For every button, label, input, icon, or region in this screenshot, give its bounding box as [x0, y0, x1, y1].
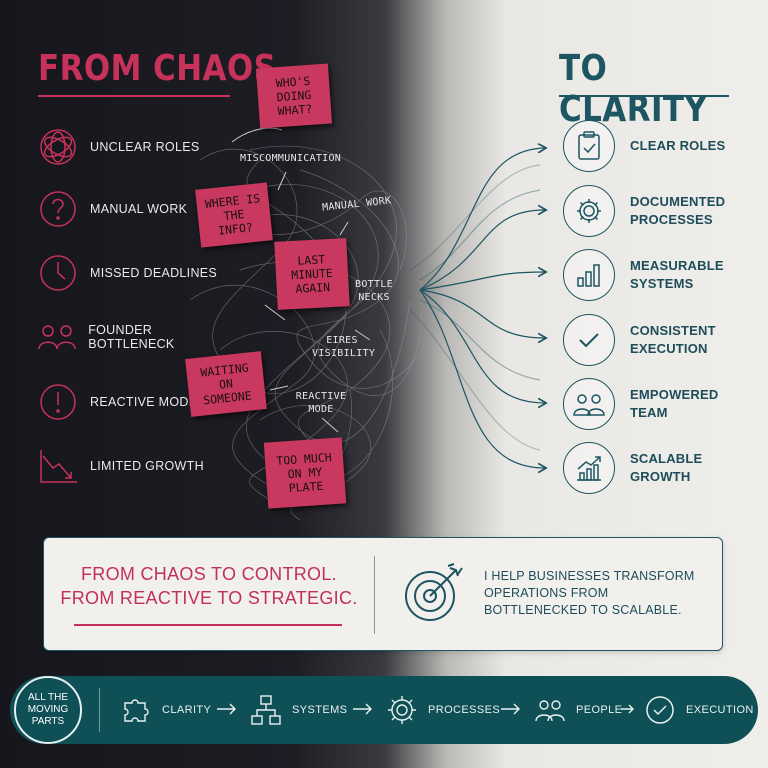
- step-label: SYSTEMS: [292, 704, 348, 716]
- clarity-item-label: CONSISTENT EXECUTION: [630, 323, 716, 356]
- step-execution: EXECUTION: [644, 690, 754, 730]
- arrow-right-icon: [353, 703, 372, 715]
- chaos-item-unclear-roles: UNCLEAR ROLES: [36, 124, 236, 170]
- chaos-item-label: UNCLEAR ROLES: [90, 140, 200, 154]
- from-chaos-underline: [38, 95, 230, 97]
- step-label: PEOPLE: [576, 704, 623, 716]
- chaos-item-reactive-mode: REACTIVE MODE: [36, 379, 236, 425]
- declining-chart-icon: [36, 444, 80, 488]
- check-circle-icon: [644, 694, 676, 726]
- gear-icon: [563, 185, 615, 237]
- bar-chart-icon: [563, 249, 615, 301]
- clarity-item-clear-roles: CLEAR ROLES: [563, 118, 763, 174]
- clarity-item-scalable-growth: SCALABLE GROWTH: [563, 440, 763, 496]
- clarity-item-label: CLEAR ROLES: [630, 138, 726, 153]
- to-clarity-underline: [559, 95, 729, 97]
- tagline-line-2: FROM REACTIVE TO STRATEGIC.: [60, 588, 358, 608]
- clarity-item-consistent-execution: CONSISTENT EXECUTION: [563, 312, 763, 368]
- step-label: EXECUTION: [686, 704, 754, 716]
- chaos-item-label: FOUNDER BOTTLENECK: [88, 323, 175, 351]
- target-arrow-icon: [402, 562, 464, 624]
- arrow-right-icon: [501, 703, 520, 715]
- chaos-item-label: MISSED DEADLINES: [90, 266, 218, 280]
- chaos-item-limited-growth: LIMITED GROWTH: [36, 443, 236, 489]
- question-mark-icon: [36, 187, 80, 231]
- chaos-word-bottle-necks: BOTTLE NECKS: [355, 279, 393, 303]
- small-arrows: [231, 127, 371, 433]
- chaos-item-founder-bottleneck: FOUNDER BOTTLENECK: [36, 314, 236, 360]
- flowchart-icon: [250, 694, 282, 726]
- step-clarity: CLARITY: [120, 690, 211, 730]
- sticky-note-last-minute-again: LAST MINUTE AGAIN: [274, 238, 350, 310]
- growth-chart-icon: [563, 442, 615, 494]
- tagline-banner: FROM CHAOS TO CONTROL. FROM REACTIVE TO …: [43, 537, 723, 651]
- arrow-right-icon: [621, 704, 634, 714]
- sticky-note-waiting-on-someone: WAITING ON SOMEONE: [185, 351, 267, 417]
- clarity-item-documented-processes: DOCUMENTED PROCESSES: [563, 183, 763, 239]
- clarity-item-label: SCALABLE GROWTH: [630, 451, 703, 484]
- banner-tagline: FROM CHAOS TO CONTROL. FROM REACTIVE TO …: [44, 562, 374, 610]
- step-processes: PROCESSES: [386, 690, 500, 730]
- footer-divider: [99, 688, 100, 732]
- chaos-item-label: MANUAL WORK: [90, 202, 188, 216]
- clipboard-check-icon: [563, 120, 615, 172]
- exclamation-icon: [36, 380, 80, 424]
- checkmark-icon: [563, 314, 615, 366]
- arrow-right-icon: [217, 703, 236, 715]
- tagline-line-1: FROM CHAOS TO CONTROL.: [81, 564, 337, 584]
- chaos-item-manual-work: MANUAL WORK: [36, 186, 236, 232]
- from-chaos-title: FROM CHAOS: [38, 48, 277, 89]
- tagline-underline: [74, 624, 342, 626]
- step-systems: SYSTEMS: [250, 690, 347, 730]
- sticky-note-too-much-on-my-plate: TOO MUCH ON MY PLATE: [263, 437, 347, 509]
- step-people: PEOPLE: [534, 690, 622, 730]
- step-label: CLARITY: [162, 704, 212, 716]
- gear-icon: [386, 694, 418, 726]
- clarity-item-label: MEASURABLE SYSTEMS: [630, 258, 724, 291]
- team-icon: [563, 378, 615, 430]
- people-group-icon: [36, 315, 78, 359]
- sticky-note-whos-doing-what: WHO'S DOING WHAT?: [255, 63, 333, 129]
- clarity-item-empowered-team: EMPOWERED TEAM: [563, 376, 763, 432]
- people-icon: [534, 694, 566, 726]
- clock-icon: [36, 251, 80, 295]
- flow-lines: [409, 148, 545, 468]
- banner-divider: [374, 556, 375, 634]
- clarity-item-label: DOCUMENTED PROCESSES: [630, 194, 726, 227]
- clarity-item-label: EMPOWERED TEAM: [630, 387, 719, 420]
- chaos-item-label: REACTIVE MODE: [90, 395, 198, 409]
- chaos-word-reactive-mode: REACTIVE MODE: [295, 391, 347, 415]
- chaos-word-miscommunication: MISCOMMUNICATION: [240, 153, 342, 164]
- moving-parts-badge: ALL THE MOVING PARTS: [14, 676, 82, 744]
- footer-bar: ALL THE MOVING PARTS CLARITY SYSTEMS: [10, 676, 758, 744]
- chaos-word-eires-visibility: EIRES VISIBILITY: [312, 335, 376, 359]
- puzzle-icon: [120, 694, 152, 726]
- clarity-item-measurable-systems: MEASURABLE SYSTEMS: [563, 247, 763, 303]
- chaos-item-missed-deadlines: MISSED DEADLINES: [36, 250, 236, 296]
- tangled-knot-icon: [36, 125, 80, 169]
- step-label: PROCESSES: [428, 704, 501, 716]
- sticky-note-where-is-the-info: WHERE IS THE INFO?: [195, 182, 273, 248]
- banner-statement: I HELP BUSINESSES TRANSFORM OPERATIONS F…: [484, 569, 695, 617]
- chaos-item-label: LIMITED GROWTH: [90, 459, 204, 473]
